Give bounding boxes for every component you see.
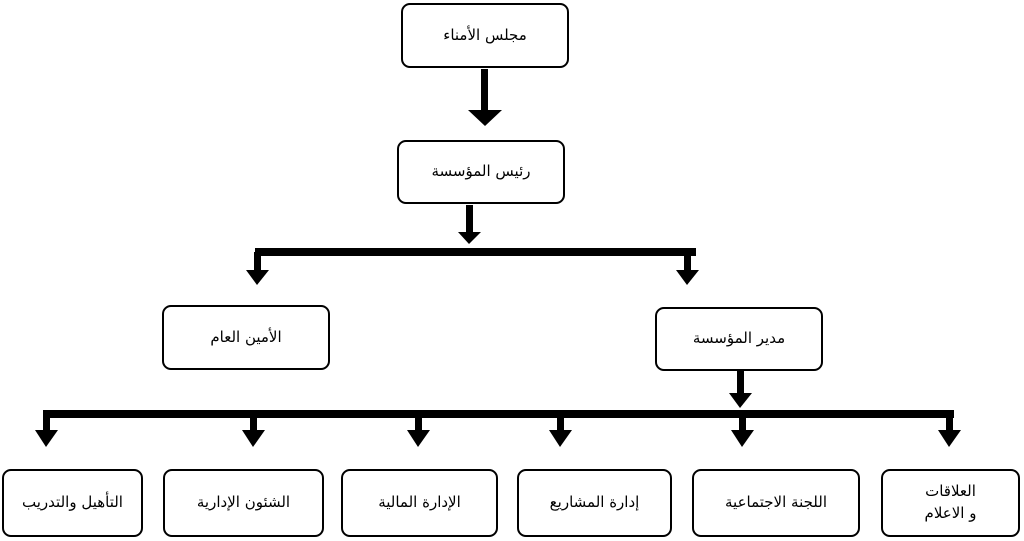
arrow-head (35, 430, 58, 447)
node-dept-admin-label: الشئون الإدارية (196, 493, 291, 512)
node-dept-training-label: التأهيل والتدريب (22, 493, 123, 512)
arrow-head (731, 430, 754, 447)
arrow-shaft (254, 252, 261, 272)
arrow-head (729, 393, 752, 408)
node-dept-finance-label: الإدارة المالية (378, 493, 461, 512)
node-secretary-label: الأمين العام (210, 327, 282, 346)
arrow-shaft (557, 414, 564, 432)
node-director: مدير المؤسسة (655, 307, 823, 371)
department-bar (43, 410, 954, 418)
arrow-head (458, 232, 481, 244)
arrow-head (676, 270, 699, 285)
node-dept-relations-label: العلاقات و الاعلام (924, 482, 977, 522)
arrow-head (242, 430, 265, 447)
node-dept-projects-label: إدارة المشاريع (549, 493, 640, 512)
arrow-shaft (946, 414, 953, 432)
node-dept-finance: الإدارة المالية (341, 469, 498, 537)
arrow-shaft (481, 69, 488, 112)
node-president: رئيس المؤسسة (397, 140, 565, 204)
arrow-head (468, 110, 502, 126)
arrow-shaft (737, 371, 744, 396)
arrow-shaft (43, 414, 50, 432)
node-dept-relations: العلاقات و الاعلام (881, 469, 1020, 537)
arrow-head (938, 430, 961, 447)
arrow-shaft (739, 414, 746, 432)
arrow-head (407, 430, 430, 447)
node-dept-social-label: اللجنة الاجتماعية (725, 493, 828, 512)
node-secretary: الأمين العام (162, 305, 330, 370)
node-dept-training: التأهيل والتدريب (2, 469, 143, 537)
node-director-label: مدير المؤسسة (692, 329, 786, 348)
node-board-label: مجلس الأمناء (443, 25, 527, 44)
node-president-label: رئيس المؤسسة (431, 162, 531, 181)
node-dept-projects: إدارة المشاريع (517, 469, 672, 537)
node-board: مجلس الأمناء (401, 3, 569, 68)
arrow-head (246, 270, 269, 285)
node-dept-admin: الشئون الإدارية (163, 469, 324, 537)
split-bar (255, 248, 696, 256)
node-dept-social: اللجنة الاجتماعية (692, 469, 860, 537)
arrow-shaft (250, 414, 257, 432)
arrow-head (549, 430, 572, 447)
arrow-shaft (415, 414, 422, 432)
arrow-shaft (466, 205, 473, 233)
arrow-shaft (684, 252, 691, 272)
